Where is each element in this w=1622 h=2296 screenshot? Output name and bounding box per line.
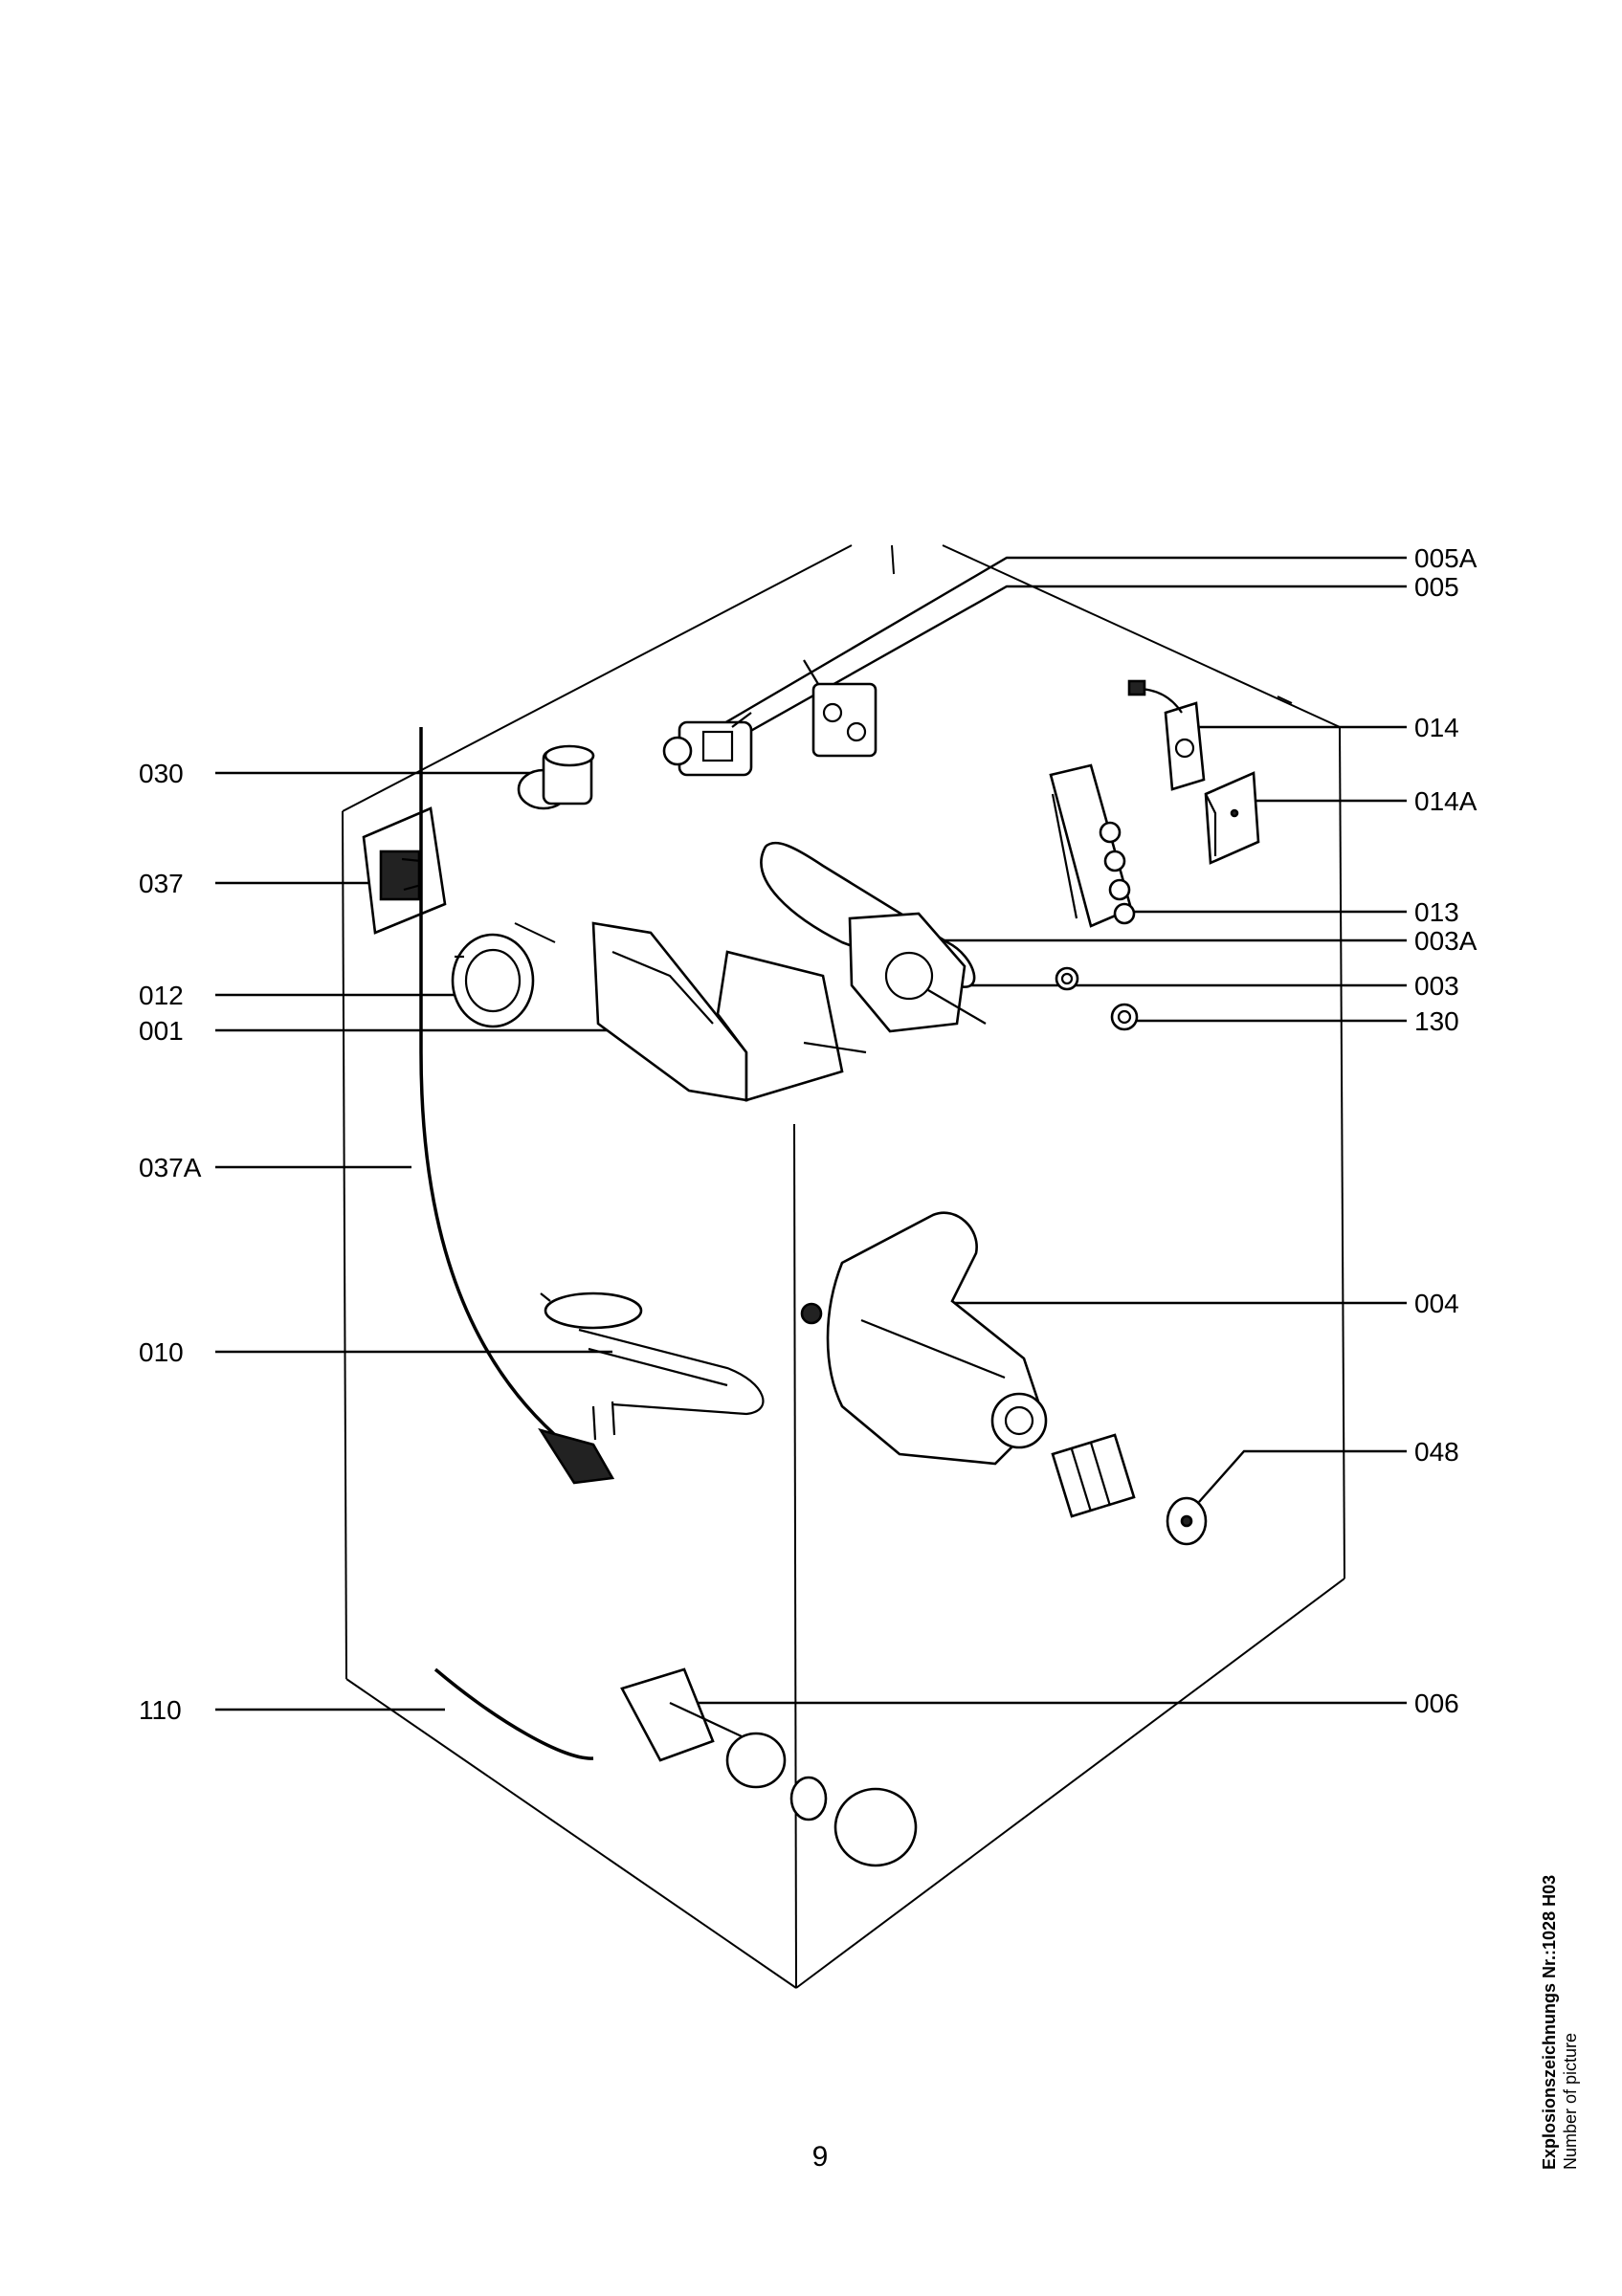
callout-003A: 003A (1414, 926, 1478, 956)
callout-004: 004 (1414, 1289, 1459, 1318)
callout-048: 048 (1414, 1437, 1459, 1467)
picture-number-subtitle: Number of picture (1561, 2032, 1580, 2170)
picture-number-block: Explosionszeichnungs Nr.:1028 H03 Number… (1539, 1875, 1581, 2170)
callout-130: 130 (1414, 1006, 1459, 1036)
page-number: 9 (811, 2141, 829, 2173)
leader-lines (215, 556, 1407, 1711)
callout-030: 030 (139, 759, 184, 788)
part-013-switch-block (1049, 763, 1136, 928)
cabinet-frame (342, 544, 1345, 1989)
callout-012: 012 (139, 981, 184, 1010)
callout-110: 110 (139, 1695, 182, 1725)
part-014A-bracket (1204, 771, 1260, 865)
part-030-capacitor (517, 744, 595, 810)
part-010-heater (540, 1292, 765, 1416)
callout-003: 003 (1414, 971, 1459, 1001)
callout-014A: 014A (1414, 786, 1478, 816)
part-001-motor-module (591, 921, 867, 1102)
callout-010: 010 (139, 1337, 184, 1367)
part-130-knob (1110, 1003, 1139, 1031)
part-003-timer (848, 912, 1079, 1033)
callout-001: 001 (139, 1016, 184, 1046)
part-004-motor (800, 1211, 1048, 1466)
part-005A-valve (662, 712, 753, 777)
leader-048 (1198, 1449, 1407, 1503)
part-037A-power-cable (419, 727, 616, 1485)
callout-005A: 005A (1414, 543, 1478, 573)
callout-037A: 037A (139, 1153, 202, 1182)
part-012-pressure-switch (451, 933, 535, 1028)
part-006-drain-pump (620, 1667, 918, 1867)
part-048-brush (1051, 1433, 1208, 1546)
part-005-valve (803, 659, 878, 758)
part-037-bracket (362, 806, 447, 935)
callout-005: 005 (1414, 572, 1459, 602)
callout-014: 014 (1414, 713, 1459, 742)
callout-006: 006 (1414, 1689, 1459, 1718)
leader-005A (700, 556, 1407, 739)
callout-037: 037 (139, 869, 184, 898)
callout-labels: 005A 005 014 014A 013 003A 003 130 004 0… (139, 543, 1478, 1725)
callout-013: 013 (1414, 897, 1459, 927)
part-110-hose (433, 1667, 594, 1760)
part-014-board (1127, 679, 1206, 791)
picture-number-title: Explosionszeichnungs Nr.:1028 H03 (1540, 1874, 1559, 2170)
